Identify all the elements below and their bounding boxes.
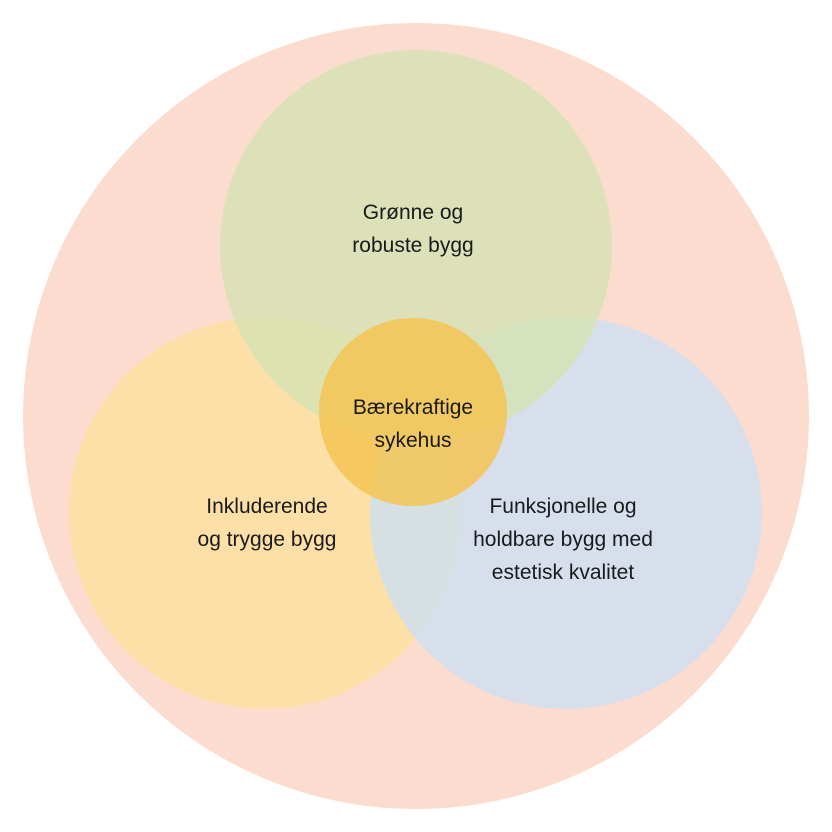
blue-label-line-3: estetisk kvalitet: [491, 561, 635, 584]
green-label-line-1: Grønne og: [362, 201, 464, 224]
center-circle: [319, 318, 507, 506]
blue-circle-label: Funksjonelle og holdbare bygg med esteti…: [473, 490, 653, 589]
green-label-line-2: robuste bygg: [352, 234, 474, 257]
center-circle-label: Bærekraftige sykehus: [353, 391, 473, 457]
blue-label-line-2: holdbare bygg med: [473, 528, 653, 551]
center-label-line-2: sykehus: [374, 429, 452, 452]
yellow-circle-label: Inkluderende og trygge bygg: [198, 490, 337, 556]
yellow-label-line-2: og trygge bygg: [197, 528, 337, 551]
green-circle-label: Grønne og robuste bygg: [352, 196, 473, 262]
yellow-label-line-1: Inkluderende: [206, 495, 328, 518]
blue-label-line-1: Funksjonelle og: [489, 495, 637, 518]
center-label-line-1: Bærekraftige: [352, 396, 474, 419]
green-circle: [220, 50, 612, 442]
